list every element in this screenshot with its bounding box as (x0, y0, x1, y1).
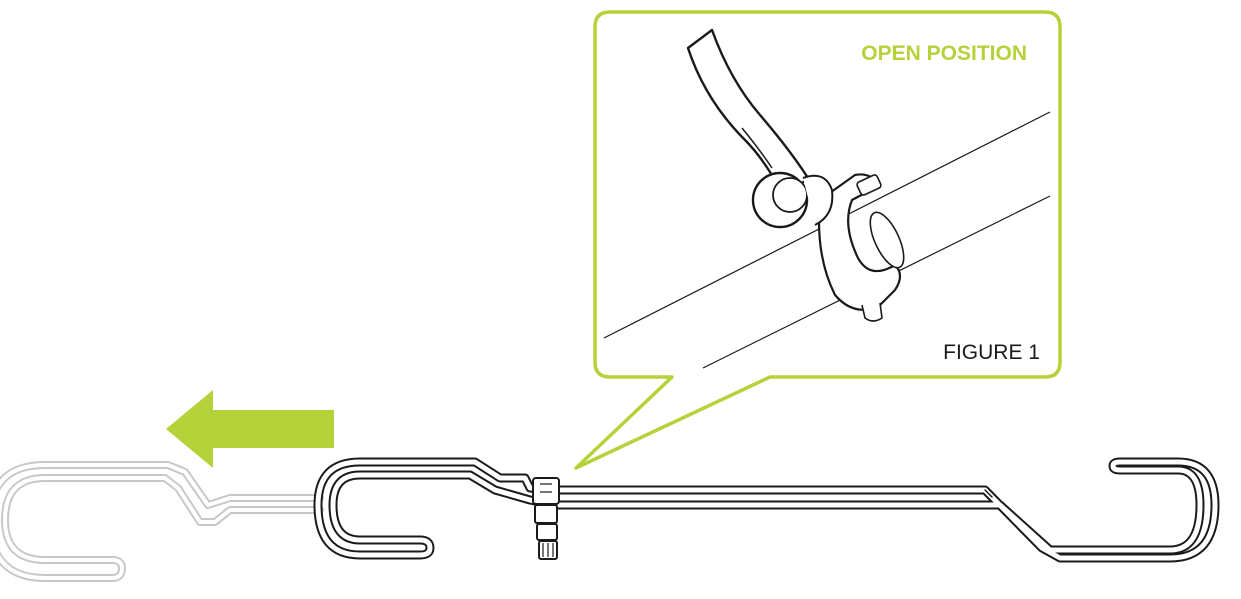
quick-release-lever-icon (686, 28, 834, 229)
callout-title: OPEN POSITION (861, 42, 1027, 65)
clamp-collar (817, 173, 905, 322)
left-arrow-icon (166, 390, 334, 468)
extension-bar (313, 457, 1220, 563)
figure-label: FIGURE 1 (943, 341, 1040, 364)
callout-box: OPEN POSITION FIGURE 1 (574, 10, 1062, 470)
ghost-hook (0, 461, 324, 582)
callout-outline (574, 10, 1062, 470)
bar-clamp (532, 477, 560, 560)
